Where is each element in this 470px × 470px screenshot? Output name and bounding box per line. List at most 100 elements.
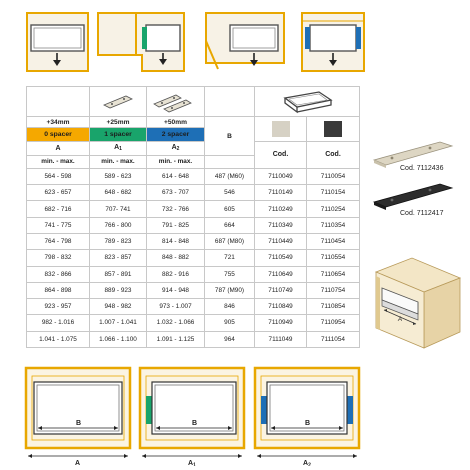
offset-a1: +25mm [89, 116, 147, 128]
swatch-cell-beige [254, 116, 307, 142]
minmax-a2: min. - max. [146, 155, 205, 169]
offset-a: +34mm [26, 116, 90, 128]
range-a1-cell: 948 - 982 [89, 298, 147, 316]
range-a-cell: 623 - 657 [26, 184, 90, 202]
code-black-cell: 7110854 [306, 298, 360, 316]
column-header-b: B [204, 116, 255, 156]
d3-outer-label: A2 [303, 460, 311, 466]
code-beige-cell: 7110849 [254, 298, 307, 316]
code-beige-cell: 7110049 [254, 167, 307, 186]
range-a2-cell: 791 - 825 [146, 216, 205, 235]
range-a1-cell: 823 - 857 [89, 249, 147, 267]
code-black-cell: 7110554 [306, 249, 360, 267]
single-spacer-icon [103, 95, 133, 109]
code-beige-cell: 7110449 [254, 233, 307, 251]
header-cell-empty [26, 85, 90, 118]
dimension-b-cell: 846 [204, 298, 255, 316]
range-a1-cell: 766 - 800 [89, 216, 147, 235]
range-a1-cell: 589 - 623 [89, 167, 147, 186]
swatch-cell-black [306, 116, 360, 142]
code-beige-cell: 7110749 [254, 281, 307, 300]
code-black-cell: 7110354 [306, 216, 360, 235]
dimension-b-cell: 905 [204, 314, 255, 332]
range-a1-cell: 889 - 923 [89, 281, 147, 300]
code-beige-cell: 7110149 [254, 184, 307, 202]
black-color-swatch [324, 121, 342, 138]
range-a-cell: 682 - 716 [26, 200, 90, 218]
d2-outer-label: A1 [188, 460, 196, 466]
range-a-cell: 864 - 898 [26, 281, 90, 300]
isometric-cabinet-diagram: A [374, 257, 462, 349]
header-cell-double-spacer [146, 85, 205, 118]
dimension-b-cell: 755 [204, 265, 255, 283]
range-a2-cell: 732 - 766 [146, 200, 205, 218]
range-a2-cell: 848 - 882 [146, 249, 205, 267]
bottom-diagram-one-spacer: B A1 [138, 366, 246, 466]
range-a-cell: 564 - 598 [26, 167, 90, 186]
beige-spacer-image [372, 141, 454, 168]
code-black-cell: 7110954 [306, 314, 360, 332]
spacer-badge-2: 2 spacer [146, 126, 205, 142]
column-header-cod-black: Cod. [306, 140, 360, 169]
bottom-diagram-standard: B A [24, 366, 132, 466]
range-a1-cell: 1.007 - 1.041 [89, 314, 147, 332]
column-header-cod-beige: Cod. [254, 140, 307, 169]
code-black-cell: 7110754 [306, 281, 360, 300]
range-a1-cell: 707- 741 [89, 200, 147, 218]
code-beige-cell: 7111049 [254, 330, 307, 349]
range-a-cell: 923 - 957 [26, 298, 90, 316]
range-a2-cell: 1.091 - 1.125 [146, 330, 205, 349]
header-cell-single-spacer [89, 85, 147, 118]
black-spacer-code: Cod. 7112417 [400, 210, 444, 217]
range-a1-cell: 857 - 891 [89, 265, 147, 283]
offset-a2: +50mm [146, 116, 205, 128]
column-header-a2: A2 [146, 140, 205, 157]
cabinet-icon-hinged-door [205, 12, 285, 70]
d2-inner-label: B [192, 420, 197, 427]
dimension-b-cell: 664 [204, 216, 255, 235]
code-beige-cell: 7110649 [254, 265, 307, 283]
dimension-b-cell: 487 (M60) [204, 167, 255, 186]
range-a-cell: 764 - 798 [26, 233, 90, 251]
cabinet-icon-two-spacers [301, 12, 365, 72]
spacer-badge-1: 1 spacer [89, 126, 147, 142]
range-a1-cell: 648 - 682 [89, 184, 147, 202]
beige-color-swatch [271, 121, 290, 138]
range-a2-cell: 673 - 707 [146, 184, 205, 202]
spacer-badge-0: 0 spacer [26, 126, 90, 142]
cabinet-icon-standard [26, 12, 89, 72]
range-a2-cell: 614 - 648 [146, 167, 205, 186]
dimension-b-cell: 787 (M90) [204, 281, 255, 300]
range-a2-cell: 814 - 848 [146, 233, 205, 251]
range-a-cell: 798 - 832 [26, 249, 90, 267]
column-header-a: A [26, 140, 90, 157]
code-beige-cell: 7110349 [254, 216, 307, 235]
bottom-diagram-two-spacers: B A2 [253, 366, 361, 466]
d1-inner-label: B [76, 420, 81, 427]
minmax-b-empty [204, 155, 255, 169]
black-spacer-image [372, 183, 454, 210]
range-a-cell: 741 - 775 [26, 216, 90, 235]
code-black-cell: 7110254 [306, 200, 360, 218]
double-spacer-icon [153, 94, 192, 113]
range-a-cell: 1.041 - 1.075 [26, 330, 90, 349]
range-a1-cell: 789 - 823 [89, 233, 147, 251]
beige-spacer-code: Cod. 7112436 [400, 165, 444, 172]
spec-table: +34mm +25mm +50mm B 0 spacer 1 spacer 2 … [26, 85, 360, 349]
dimension-b-cell: 605 [204, 200, 255, 218]
code-black-cell: 7111054 [306, 330, 360, 349]
cabinet-icon-corner [97, 12, 185, 72]
range-a2-cell: 1.032 - 1.066 [146, 314, 205, 332]
range-a-cell: 832 - 866 [26, 265, 90, 283]
code-black-cell: 7110054 [306, 167, 360, 186]
range-a2-cell: 973 - 1.007 [146, 298, 205, 316]
range-a-cell: 982 - 1.016 [26, 314, 90, 332]
dimension-b-cell: 546 [204, 184, 255, 202]
header-cell-frame [254, 85, 360, 118]
